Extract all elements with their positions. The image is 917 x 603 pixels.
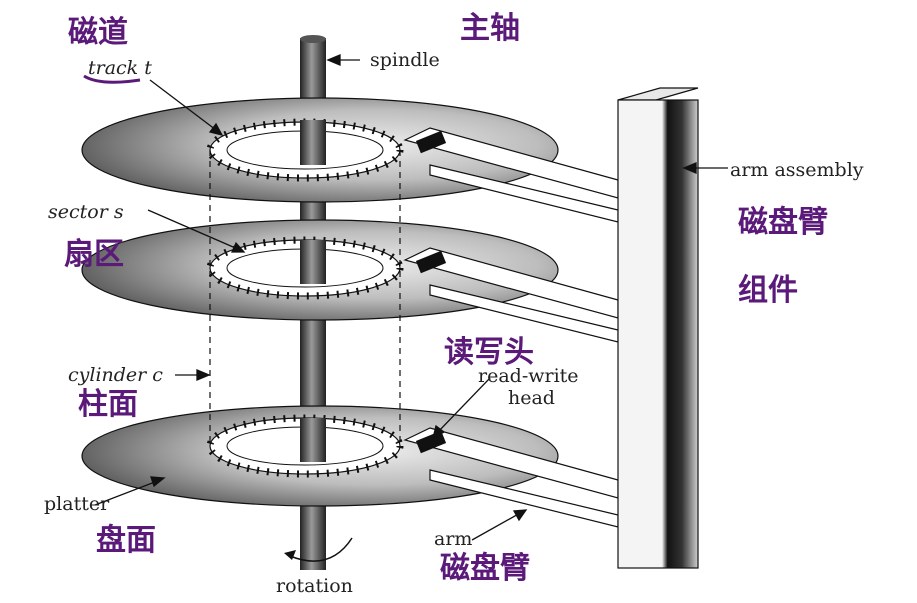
annotation-read-write: 读写头 (444, 335, 534, 370)
annotation-spindle: 主轴 (460, 11, 520, 46)
label-platter: platter (44, 493, 110, 515)
annotation-sector: 扇区 (64, 237, 124, 272)
label-read-write-line2: head (508, 387, 555, 409)
annotation-track: 磁道 (68, 15, 128, 50)
label-rotation: rotation (276, 575, 353, 597)
label-cylinder: cylinder c (68, 364, 163, 386)
arm-3 (403, 427, 619, 528)
label-arm: arm (434, 528, 472, 550)
label-sector: sector s (48, 201, 124, 223)
read-write-head-2 (415, 250, 447, 274)
arm-arrowhead (512, 509, 528, 522)
read-write-head-3 (415, 430, 447, 454)
cylinder-arrowhead (196, 369, 211, 381)
label-spindle: spindle (370, 49, 440, 71)
read-write-arrowhead (432, 424, 446, 440)
arm-1 (403, 127, 619, 223)
read-write-pointer (435, 377, 491, 435)
annotation-platter: 盘面 (96, 523, 156, 558)
read-write-head-1 (415, 130, 447, 154)
arm-assembly-arrowhead (682, 162, 697, 174)
label-read-write-line1: read-write (478, 365, 579, 387)
sector-pointer (147, 209, 241, 251)
label-arm-assembly: arm assembly (730, 159, 864, 181)
annotation-arm-assembly-line1: 磁盘臂 (738, 205, 828, 240)
arm-2 (403, 247, 619, 343)
spindle-arrowhead (326, 54, 341, 66)
spindle-top (300, 35, 326, 43)
sector-arrowhead (230, 241, 246, 253)
annotation-arm-assembly-line2: 组件 (738, 273, 798, 308)
arm-pointer (471, 511, 523, 541)
track-pointer (149, 79, 221, 134)
platter-arrowhead (150, 476, 166, 488)
arm-assembly-column (617, 87, 699, 569)
label-track: track t (88, 57, 152, 79)
track-arrowhead (208, 122, 224, 136)
rotation-arrowhead (284, 550, 296, 560)
annotation-cylinder: 柱面 (78, 387, 138, 422)
platter-pointer (94, 479, 161, 506)
rotation-arrow (289, 537, 353, 562)
annotation-track-underline (83, 74, 141, 84)
annotation-arm: 磁盘臂 (440, 551, 530, 586)
platter-middle (81, 219, 559, 321)
